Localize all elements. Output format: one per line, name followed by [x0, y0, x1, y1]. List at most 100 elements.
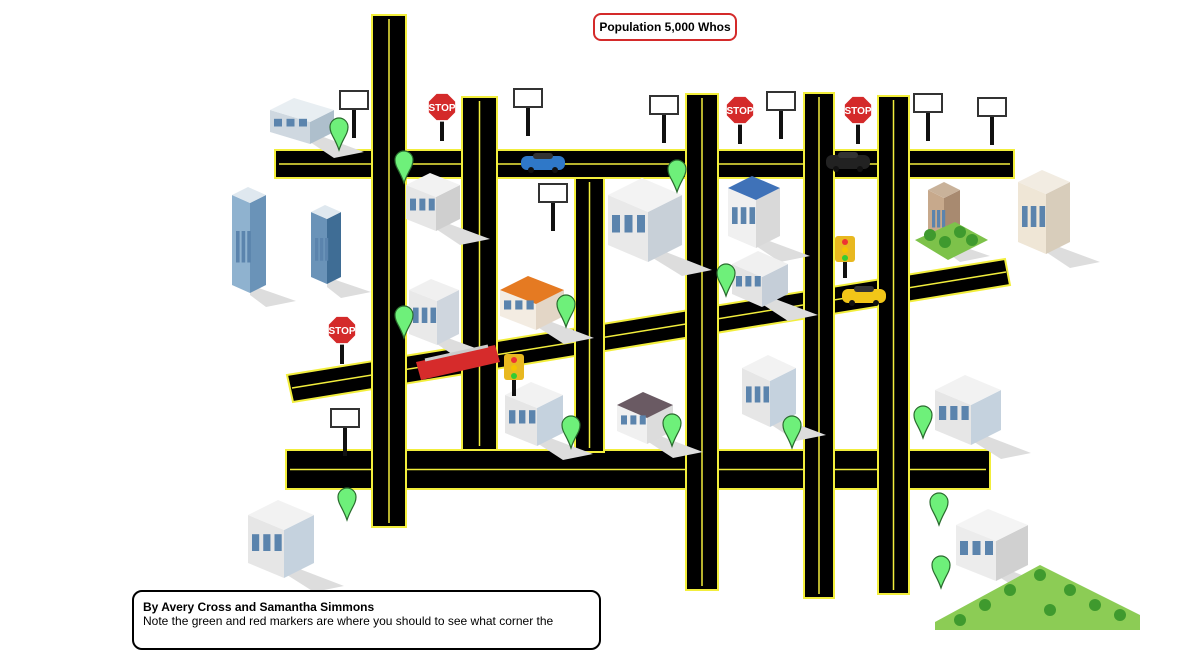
park — [935, 565, 1140, 630]
tree — [954, 226, 966, 238]
billboard-post — [662, 115, 666, 143]
building-shadow — [436, 219, 490, 245]
building-window — [428, 198, 435, 211]
building-roof — [935, 375, 1001, 405]
building-window — [419, 198, 426, 211]
building-roof — [608, 178, 682, 212]
building — [248, 500, 344, 592]
billboard-sign — [913, 93, 943, 113]
building-window — [529, 410, 536, 424]
building-window — [749, 207, 756, 224]
building-roof — [409, 279, 459, 301]
building-roof — [505, 382, 563, 408]
credits-box: By Avery Cross and Samantha Simmons Note… — [132, 590, 601, 650]
building-roof — [270, 98, 334, 122]
building-wall — [284, 515, 314, 578]
building — [617, 392, 703, 458]
building-roof — [232, 187, 266, 203]
taxi-window — [854, 286, 874, 292]
building-window — [515, 300, 523, 310]
building-shadow — [647, 431, 703, 458]
billboard-sign — [339, 90, 369, 110]
tree — [979, 599, 991, 611]
building-shadow — [762, 294, 818, 321]
building-window — [621, 415, 627, 425]
billboard-post — [779, 111, 783, 139]
billboard — [913, 93, 943, 141]
fire-truck-ladder — [424, 344, 489, 362]
building-shadow — [537, 433, 593, 460]
stop-sign: STOP — [327, 315, 357, 364]
stop-sign-text: STOP — [844, 106, 871, 117]
building-roof — [1018, 170, 1070, 194]
billboard — [330, 408, 360, 456]
building-window — [939, 406, 947, 420]
building-window — [937, 210, 941, 228]
billboard — [339, 90, 369, 138]
roads — [274, 14, 1015, 599]
building-wall — [648, 195, 682, 262]
building-wall — [536, 290, 564, 330]
building — [500, 276, 594, 344]
building — [505, 382, 593, 460]
building-window — [1030, 206, 1037, 227]
blue-car — [521, 153, 565, 173]
building-roof — [311, 205, 341, 219]
building-window — [430, 307, 437, 323]
building-wall — [270, 110, 310, 144]
building-window — [236, 231, 240, 263]
stop-sign-post — [440, 117, 444, 141]
map-marker-icon — [337, 487, 357, 522]
tree — [924, 229, 936, 241]
map-marker-icon — [716, 263, 736, 298]
building — [732, 251, 818, 321]
billboard-sign — [649, 95, 679, 115]
taxi-body — [842, 289, 886, 303]
building-wall — [756, 188, 780, 248]
map-marker-icon — [662, 413, 682, 448]
traffic-light-lamp — [511, 365, 517, 371]
stop-sign-text: STOP — [428, 103, 455, 114]
building-window — [637, 215, 645, 233]
traffic-light — [835, 236, 855, 278]
tree — [966, 234, 978, 246]
building-window — [736, 276, 742, 287]
police-car — [826, 152, 870, 172]
building — [935, 375, 1031, 459]
building-window — [263, 534, 271, 551]
building-window — [746, 386, 752, 403]
tree — [1064, 584, 1076, 596]
building-roof — [406, 173, 460, 197]
building-window — [639, 415, 646, 425]
building-roof — [928, 182, 960, 198]
building-wall — [762, 264, 788, 307]
billboard — [977, 97, 1007, 145]
building-window — [410, 198, 416, 211]
building-wall — [996, 525, 1028, 581]
billboard-post — [352, 110, 356, 138]
building — [728, 176, 810, 262]
building-window — [763, 386, 770, 403]
building-window — [612, 215, 620, 233]
billboard-sign — [513, 88, 543, 108]
building-shadow — [1046, 242, 1100, 268]
billboard-sign — [977, 97, 1007, 117]
building-roof — [248, 500, 314, 530]
building — [232, 187, 296, 307]
billboard — [513, 88, 543, 136]
building-roof — [956, 509, 1028, 541]
traffic-light-lamp — [842, 239, 848, 245]
building-wall — [500, 290, 536, 330]
map-marker-icon — [394, 305, 414, 340]
tree — [1089, 599, 1101, 611]
building-window — [732, 207, 738, 224]
building-window — [413, 307, 419, 323]
building-roof — [742, 355, 796, 381]
building-window — [1039, 206, 1046, 227]
building-window — [247, 231, 251, 263]
stop-sign-octagon — [427, 92, 457, 122]
stop-sign: STOP — [843, 95, 873, 144]
map-marker-icon — [556, 294, 576, 329]
building-wall — [250, 195, 266, 293]
